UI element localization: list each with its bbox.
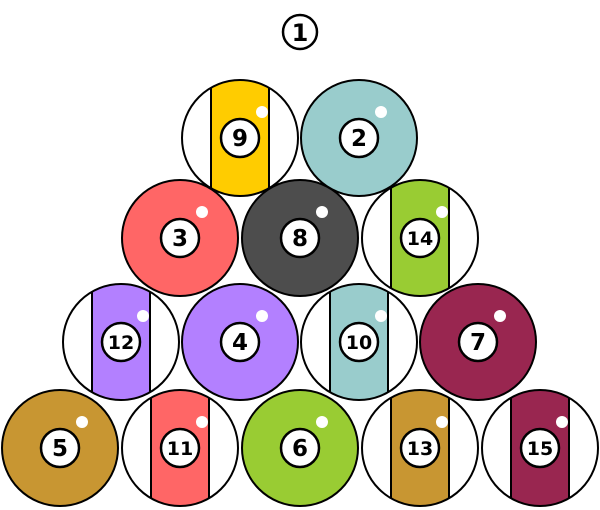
ball-highlight <box>375 310 387 322</box>
ball-highlight <box>375 106 387 118</box>
ball-highlight <box>556 416 568 428</box>
ball-11: 11 <box>121 389 239 507</box>
ball-4: 4 <box>181 283 299 401</box>
number-disc <box>519 427 561 469</box>
number-disc <box>219 117 261 159</box>
ball-2: 2 <box>300 79 418 197</box>
ball-13: 13 <box>361 389 479 507</box>
balls-layer: 9 2 3 8 14 12 4 10 7 5 11 6 13 15 <box>1 79 599 507</box>
number-disc <box>457 321 499 363</box>
ball-highlight <box>316 206 328 218</box>
ball-outline <box>361 389 479 507</box>
number-disc <box>399 427 441 469</box>
ball-highlight <box>436 206 448 218</box>
ball-number: 10 <box>346 332 372 354</box>
ball-highlight <box>256 310 268 322</box>
ball-7: 7 <box>419 283 537 401</box>
number-disc <box>399 217 441 259</box>
ball-12: 12 <box>62 283 180 401</box>
number-disc <box>338 117 380 159</box>
ball-highlight <box>494 310 506 322</box>
ball-highlight <box>436 416 448 428</box>
ball-number: 3 <box>172 226 188 252</box>
ball-number: 7 <box>470 330 486 356</box>
ball-number: 8 <box>292 226 308 252</box>
ball-outline <box>121 389 239 507</box>
ball-10: 10 <box>300 283 418 401</box>
ball-outline <box>481 389 599 507</box>
ball-14: 14 <box>361 179 479 297</box>
number-disc <box>159 217 201 259</box>
number-disc <box>338 321 380 363</box>
ball-number: 11 <box>167 438 193 460</box>
ball-outline <box>300 283 418 401</box>
ball-number: 4 <box>232 330 248 356</box>
ball-number: 2 <box>351 126 367 152</box>
ball-number: 9 <box>232 126 248 152</box>
ball-highlight <box>256 106 268 118</box>
badge-label: 1 <box>292 19 309 47</box>
ball-outline <box>181 79 299 197</box>
ball-number: 13 <box>407 438 433 460</box>
ball-number: 12 <box>108 332 134 354</box>
ball-highlight <box>137 310 149 322</box>
number-disc <box>279 217 321 259</box>
ball-3: 3 <box>121 179 239 297</box>
number-disc <box>159 427 201 469</box>
ball-15: 15 <box>481 389 599 507</box>
ball-highlight <box>316 416 328 428</box>
ball-9: 9 <box>181 79 299 197</box>
ball-highlight <box>196 416 208 428</box>
number-disc <box>39 427 81 469</box>
ball-number: 6 <box>292 436 308 462</box>
ball-highlight <box>76 416 88 428</box>
ball-outline <box>361 179 479 297</box>
number-disc <box>219 321 261 363</box>
ball-number: 5 <box>52 436 68 462</box>
number-disc <box>100 321 142 363</box>
ball-6: 6 <box>241 389 359 507</box>
number-disc <box>279 427 321 469</box>
badge-circle <box>281 13 319 51</box>
ball-outline <box>62 283 180 401</box>
cue-ball-number-badge: 1 <box>281 13 319 51</box>
ball-number: 15 <box>527 438 553 460</box>
ball-highlight <box>196 206 208 218</box>
ball-number: 14 <box>407 228 433 250</box>
ball-8: 8 <box>241 179 359 297</box>
ball-5: 5 <box>1 389 119 507</box>
